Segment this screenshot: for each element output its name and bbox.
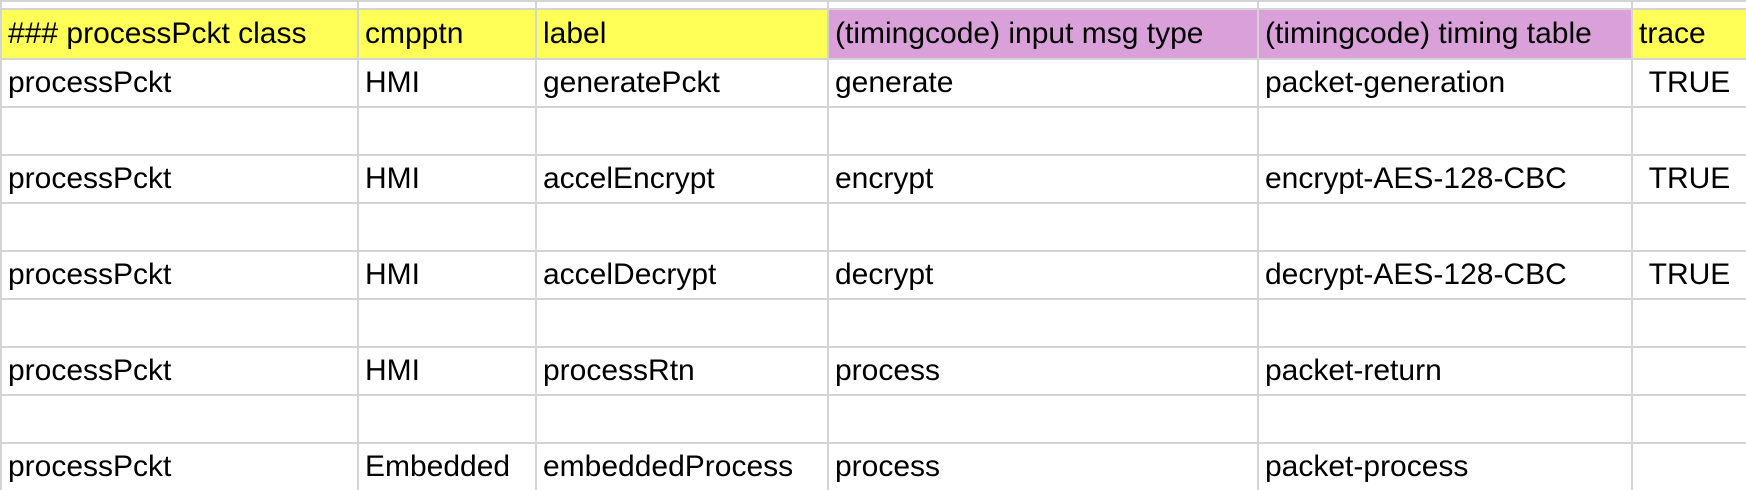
cell[interactable] — [357, 394, 537, 444]
cell-cmpptn[interactable]: HMI — [357, 154, 537, 204]
cell-class[interactable]: processPckt — [0, 58, 359, 108]
cell-timing-table[interactable]: decrypt-AES-128-CBC — [1257, 250, 1633, 300]
cell-class[interactable]: processPckt — [0, 442, 359, 490]
header-cell-label[interactable]: label — [535, 8, 829, 60]
cell[interactable] — [535, 0, 829, 10]
cell[interactable] — [1257, 298, 1633, 348]
cell[interactable] — [1257, 0, 1633, 10]
cell[interactable] — [1257, 394, 1633, 444]
cell-timing-table[interactable]: packet-return — [1257, 346, 1633, 396]
cell-timing-table[interactable]: packet-generation — [1257, 58, 1633, 108]
cell[interactable] — [0, 0, 359, 10]
cell[interactable] — [535, 106, 829, 156]
cell[interactable] — [1631, 0, 1746, 10]
cell-msg-type[interactable]: process — [827, 442, 1259, 490]
table-row: processPckt HMI accelDecrypt decrypt dec… — [0, 250, 1746, 300]
cell-msg-type[interactable]: generate — [827, 58, 1259, 108]
cell-label[interactable]: accelDecrypt — [535, 250, 829, 300]
cell[interactable] — [0, 298, 359, 348]
cell[interactable] — [1631, 298, 1746, 348]
cell[interactable] — [1631, 394, 1746, 444]
cell-label[interactable]: generatePckt — [535, 58, 829, 108]
header-cell-input-msg-type[interactable]: (timingcode) input msg type — [827, 8, 1259, 60]
cell[interactable] — [0, 394, 359, 444]
cell-msg-type[interactable]: process — [827, 346, 1259, 396]
cell-class[interactable]: processPckt — [0, 250, 359, 300]
cell-cmpptn[interactable]: HMI — [357, 346, 537, 396]
cell[interactable] — [1631, 106, 1746, 156]
cell-trace[interactable]: TRUE — [1631, 58, 1746, 108]
empty-row — [0, 202, 1746, 252]
table-row: processPckt Embedded embeddedProcess pro… — [0, 442, 1746, 490]
cell-trace[interactable] — [1631, 442, 1746, 490]
header-cell-class[interactable]: ### processPckt class — [0, 8, 359, 60]
cell[interactable] — [827, 394, 1259, 444]
cell[interactable] — [827, 298, 1259, 348]
cell-msg-type[interactable]: decrypt — [827, 250, 1259, 300]
header-cell-timing-table[interactable]: (timingcode) timing table — [1257, 8, 1633, 60]
cell[interactable] — [827, 0, 1259, 10]
header-cell-cmpptn[interactable]: cmpptn — [357, 8, 537, 60]
cell-timing-table[interactable]: packet-process — [1257, 442, 1633, 490]
header-cell-trace[interactable]: trace — [1631, 8, 1746, 60]
cell[interactable] — [827, 202, 1259, 252]
cell-label[interactable]: accelEncrypt — [535, 154, 829, 204]
cell[interactable] — [0, 202, 359, 252]
empty-row — [0, 298, 1746, 348]
cell-label[interactable]: processRtn — [535, 346, 829, 396]
cell-msg-type[interactable]: encrypt — [827, 154, 1259, 204]
table-row: processPckt HMI generatePckt generate pa… — [0, 58, 1746, 108]
cell-cmpptn[interactable]: HMI — [357, 250, 537, 300]
empty-row — [0, 106, 1746, 156]
cell-cmpptn[interactable]: HMI — [357, 58, 537, 108]
partial-row-above — [0, 0, 1746, 10]
cell[interactable] — [357, 106, 537, 156]
cell-label[interactable]: embeddedProcess — [535, 442, 829, 490]
table-row: processPckt HMI accelEncrypt encrypt enc… — [0, 154, 1746, 204]
cell[interactable] — [827, 106, 1259, 156]
cell-trace[interactable]: TRUE — [1631, 154, 1746, 204]
cell[interactable] — [357, 298, 537, 348]
cell-cmpptn[interactable]: Embedded — [357, 442, 537, 490]
cell-class[interactable]: processPckt — [0, 154, 359, 204]
cell[interactable] — [535, 298, 829, 348]
cell[interactable] — [0, 106, 359, 156]
cell[interactable] — [535, 394, 829, 444]
cell-timing-table[interactable]: encrypt-AES-128-CBC — [1257, 154, 1633, 204]
header-row: ### processPckt class cmpptn label (timi… — [0, 8, 1746, 60]
cell[interactable] — [1257, 106, 1633, 156]
cell[interactable] — [357, 202, 537, 252]
cell-class[interactable]: processPckt — [0, 346, 359, 396]
cell[interactable] — [357, 0, 537, 10]
cell[interactable] — [535, 202, 829, 252]
cell-trace[interactable]: TRUE — [1631, 250, 1746, 300]
cell[interactable] — [1631, 202, 1746, 252]
table-row: processPckt HMI processRtn process packe… — [0, 346, 1746, 396]
cell[interactable] — [1257, 202, 1633, 252]
cell-trace[interactable] — [1631, 346, 1746, 396]
empty-row — [0, 394, 1746, 444]
